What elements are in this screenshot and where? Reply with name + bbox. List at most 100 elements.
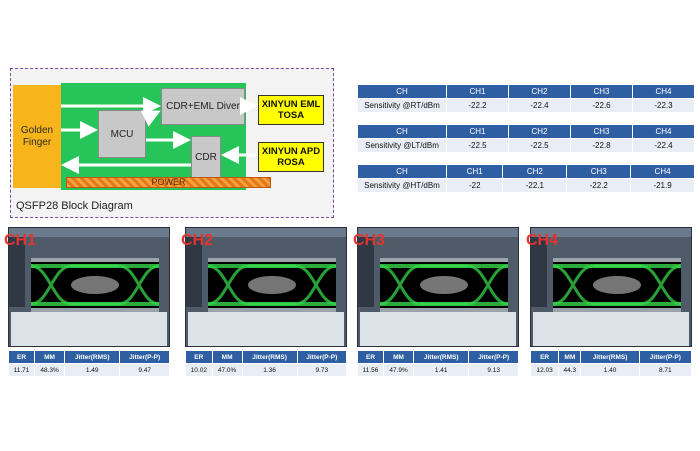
block-diagram-arrows (61, 97, 258, 174)
eye-panel-ch3: CH3 ER MM Jitter(RMS) Jitter(P-P) 11.56 … (353, 227, 519, 379)
table-header-cell: CH2 (502, 164, 568, 179)
table-cell: 1.40 (580, 363, 640, 377)
tosa-block: XINYUN EML TOSA (258, 95, 324, 125)
table-cell: -21.9 (630, 178, 695, 193)
table-header-cell: CH2 (508, 84, 571, 99)
scope-measurement-panel (188, 312, 344, 346)
table-header-cell: MM (382, 350, 415, 364)
table-header-cell: MM (211, 350, 243, 364)
eye-measurement-table: ER MM Jitter(RMS) Jitter(P-P) 11.71 48.3… (8, 350, 170, 377)
table-cell: 48.3% (33, 363, 66, 377)
table-cell: Sensitivity @HT/dBm (357, 178, 447, 193)
table-cell: Sensitivity @RT/dBm (357, 98, 447, 113)
table-cell: Sensitivity @LT/dBm (357, 138, 447, 153)
driver-block: CDR+EML Diver (161, 88, 245, 125)
table-cell: 47.9% (382, 363, 415, 377)
table-header-cell: CH2 (508, 124, 571, 139)
eye-measurement-table: ER MM Jitter(RMS) Jitter(P-P) 11.56 47.9… (357, 350, 519, 377)
table-cell: -22.2 (446, 98, 509, 113)
table-header-cell: Jitter(RMS) (413, 350, 470, 364)
table-header-cell: CH4 (630, 164, 695, 179)
table-header-cell: Jitter(RMS) (580, 350, 640, 364)
table-header-cell: CH3 (570, 84, 633, 99)
table-header-cell: CH3 (566, 164, 632, 179)
table-header-cell: Jitter(P-P) (119, 350, 170, 364)
table-header-cell: ER (8, 350, 35, 364)
eye-diagram (31, 258, 159, 312)
table-cell: -22.6 (570, 98, 633, 113)
oscilloscope-screen (8, 227, 170, 347)
golden-finger-block: Golden Finger (13, 85, 61, 188)
table-cell: -22.4 (632, 138, 695, 153)
table-cell: -22 (445, 178, 504, 193)
table-header-cell: Jitter(RMS) (241, 350, 298, 364)
table-header-cell: ER (357, 350, 384, 364)
scope-sidebar (186, 237, 202, 307)
table-cell: 11.56 (357, 363, 384, 377)
eye-diagram (553, 258, 681, 312)
block-diagram-caption: QSFP28 Block Diagram (16, 200, 133, 212)
table-header-cell: ER (529, 350, 560, 364)
oscilloscope-screen (185, 227, 347, 347)
table-header-cell: MM (33, 350, 66, 364)
table-header-cell: CH1 (445, 164, 504, 179)
eye-diagram (380, 258, 508, 312)
scope-sidebar (358, 237, 374, 307)
eye-display (208, 258, 336, 312)
table-cell: 47.0% (211, 363, 243, 377)
table-cell: -22.5 (446, 138, 509, 153)
table-header-cell: CH (357, 124, 447, 139)
table-cell: 9.47 (119, 363, 170, 377)
table-header-cell: CH4 (632, 124, 695, 139)
table-cell: -22.4 (508, 98, 571, 113)
table-cell: 8.71 (638, 363, 693, 377)
table-cell: 44.3 (558, 363, 582, 377)
eye-panel-ch1: CH1 ER MM Jitter(RMS) Jitter(P-P) 11.71 … (4, 227, 170, 379)
eye-measurement-table: ER MM Jitter(RMS) Jitter(P-P) 12.03 44.3… (529, 350, 693, 377)
table-header-cell: CH3 (570, 124, 633, 139)
scope-measurement-panel (360, 312, 516, 346)
table-cell: 12.03 (529, 363, 560, 377)
table-cell: 1.41 (413, 363, 470, 377)
table-cell: 9.13 (468, 363, 519, 377)
table-cell: 10.02 (185, 363, 213, 377)
table-cell: -22.2 (566, 178, 632, 193)
table-header-cell: Jitter(P-P) (638, 350, 693, 364)
table-cell: -22.3 (632, 98, 695, 113)
table-cell: 11.71 (8, 363, 35, 377)
table-header-cell: CH (357, 164, 447, 179)
channel-label: CH1 (4, 232, 37, 249)
power-bar: POWER (66, 177, 271, 188)
table-header-cell: Jitter(P-P) (296, 350, 348, 364)
table-header-cell: Jitter(RMS) (64, 350, 121, 364)
eye-panel-ch4: CH4 ER MM Jitter(RMS) Jitter(P-P) 12.03 … (526, 227, 693, 379)
table-header-cell: CH (357, 84, 447, 99)
oscilloscope-screen (530, 227, 692, 347)
scope-measurement-panel (533, 312, 689, 346)
scope-toolbar (358, 228, 518, 237)
eye-diagram (208, 258, 336, 312)
table-header-cell: CH1 (446, 124, 509, 139)
table-cell: -22.8 (570, 138, 633, 153)
scope-sidebar (9, 237, 25, 307)
table-header-cell: MM (558, 350, 582, 364)
rosa-block: XINYUN APD ROSA (258, 142, 324, 172)
channel-label: CH4 (526, 232, 559, 249)
channel-label: CH3 (353, 232, 386, 249)
eye-display (380, 258, 508, 312)
eye-measurement-table: ER MM Jitter(RMS) Jitter(P-P) 10.02 47.0… (185, 350, 348, 377)
eye-display (31, 258, 159, 312)
scope-measurement-panel (11, 312, 167, 346)
table-cell: 1.36 (241, 363, 298, 377)
table-header-cell: CH1 (446, 84, 509, 99)
table-cell: 1.49 (64, 363, 121, 377)
table-cell: 9.73 (296, 363, 348, 377)
scope-toolbar (186, 228, 346, 237)
oscilloscope-screen (357, 227, 519, 347)
scope-toolbar (9, 228, 169, 237)
scope-toolbar (531, 228, 691, 237)
table-cell: -22.5 (508, 138, 571, 153)
